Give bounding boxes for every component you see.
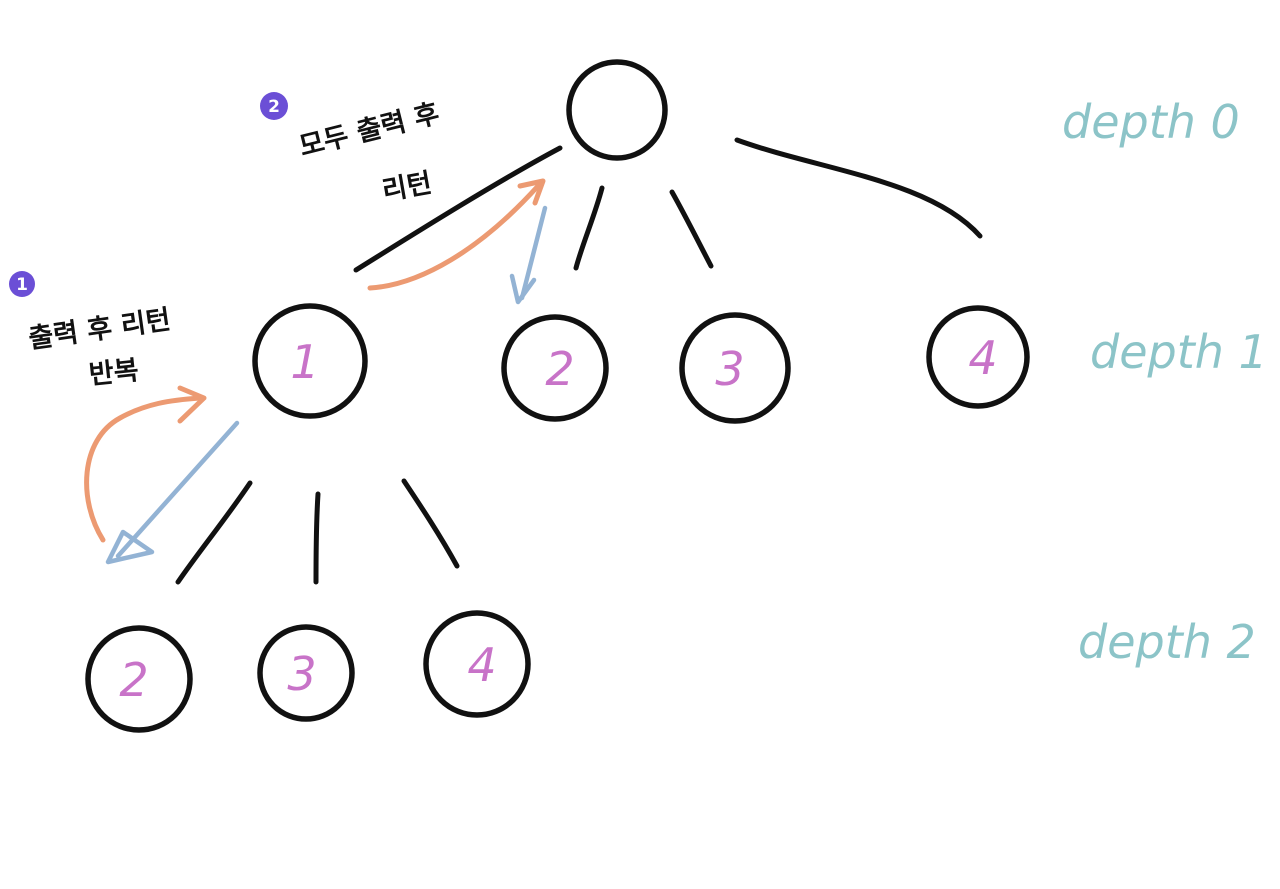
visit-arrow-to-depth2 [105, 420, 240, 565]
root-node [566, 59, 668, 161]
depth1-node-2: 2 [501, 314, 609, 422]
step1-badge-number: 1 [16, 275, 28, 295]
depth1-node-1: 1 [252, 303, 368, 419]
edge-root-to-1 [353, 145, 563, 273]
step1-text-line1: 출력 후 리턴 [27, 304, 173, 355]
depth2-node-4-label: 4 [467, 638, 496, 692]
depth2-node-2-label: 2 [119, 653, 148, 707]
edge-root-to-4 [734, 137, 983, 239]
depth1-node-4-label: 4 [968, 331, 997, 385]
depth2-node-3: 3 [257, 624, 355, 722]
step1-text-line2: 반복 [87, 355, 140, 391]
step1-badge-icon [9, 271, 35, 297]
depth2-node-2: 2 [85, 625, 193, 733]
edge-1-to-4 [401, 478, 460, 569]
edge-root-to-2 [573, 185, 605, 271]
depth-0-label: depth 0 [1062, 95, 1240, 149]
depth1-node-1-label: 1 [290, 335, 319, 389]
depth2-node-4: 4 [423, 610, 531, 718]
step2-text-line1: 모두 출력 후 [296, 98, 442, 163]
step2-text-line2: 리턴 [380, 168, 434, 207]
visit-arrow-to-node2 [509, 205, 548, 305]
edge-1-to-3 [313, 491, 321, 585]
step2-badge-number: 2 [268, 97, 280, 117]
return-arrow-repeat [84, 385, 207, 543]
edge-1-to-2 [175, 480, 253, 585]
depth2-node-3-label: 3 [287, 647, 316, 701]
annotation-step2: 2 모두 출력 후 리턴 [260, 92, 442, 207]
annotation-step1: 1 출력 후 리턴 반복 [9, 271, 173, 391]
depth1-node-2-label: 2 [545, 342, 574, 396]
depth1-node-4: 4 [926, 305, 1030, 409]
depth1-node-3: 3 [679, 312, 791, 424]
depth-1-label: depth 1 [1090, 325, 1268, 379]
depth-2-label: depth 2 [1078, 615, 1256, 669]
step2-badge-icon [260, 92, 288, 120]
return-arrow-to-root [367, 178, 546, 291]
edge-root-to-3 [669, 189, 714, 269]
depth1-node-3-label: 3 [715, 342, 744, 396]
